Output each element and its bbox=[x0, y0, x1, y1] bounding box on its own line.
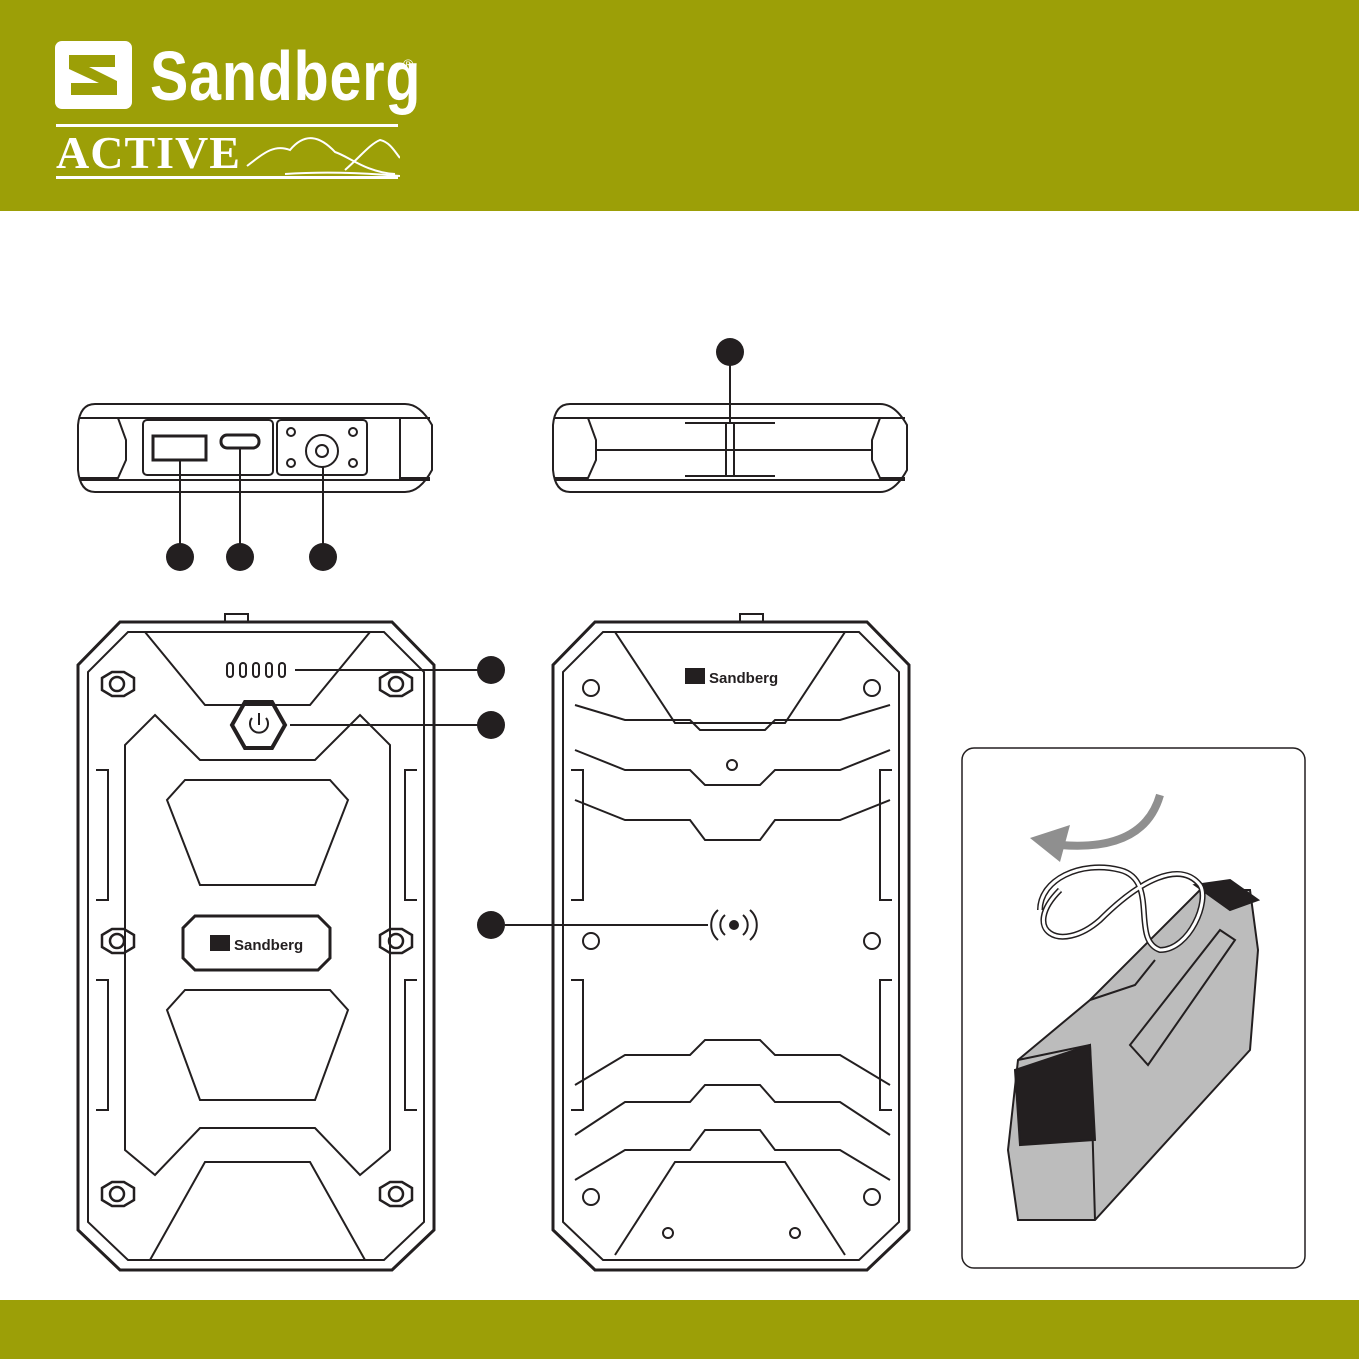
device-back-view: Sandberg bbox=[505, 613, 911, 1272]
rotate-arrow-icon bbox=[1059, 793, 1164, 850]
usb-c-port-icon bbox=[219, 433, 261, 450]
sandberg-logo-icon bbox=[210, 935, 230, 951]
brand-header: Sandberg ® ACTIVE bbox=[0, 0, 1359, 211]
device-side-view-strap-slot bbox=[552, 365, 908, 493]
dc-input-port-icon bbox=[305, 434, 339, 468]
device-top-view-ports bbox=[77, 403, 433, 545]
callout-marker bbox=[477, 711, 505, 739]
callout-marker bbox=[477, 656, 505, 684]
brand-footer bbox=[0, 1300, 1359, 1359]
brand-subline: ACTIVE bbox=[56, 127, 241, 178]
device-logo-back: Sandberg bbox=[709, 670, 778, 687]
registered-mark: ® bbox=[403, 56, 414, 72]
callout-marker bbox=[309, 543, 337, 571]
divider bbox=[56, 124, 398, 127]
callout-marker bbox=[716, 338, 744, 366]
battery-indicator-leds bbox=[226, 662, 286, 678]
callout-marker bbox=[166, 543, 194, 571]
callout-marker bbox=[226, 543, 254, 571]
callout-marker bbox=[477, 911, 505, 939]
brand-name: Sandberg bbox=[150, 37, 422, 115]
mountains-icon bbox=[246, 137, 400, 177]
sandberg-logo-icon bbox=[685, 668, 705, 684]
device-front-view: Sandberg bbox=[76, 613, 478, 1272]
device-logo: Sandberg bbox=[234, 937, 303, 954]
power-button-icon bbox=[229, 700, 288, 750]
strap-attachment-inset bbox=[961, 747, 1306, 1269]
divider bbox=[56, 176, 398, 179]
sandberg-s-logo-icon bbox=[55, 41, 132, 109]
callout-markers bbox=[166, 338, 744, 939]
usb-a-port-icon bbox=[151, 434, 208, 462]
wireless-charging-icon bbox=[710, 909, 758, 941]
